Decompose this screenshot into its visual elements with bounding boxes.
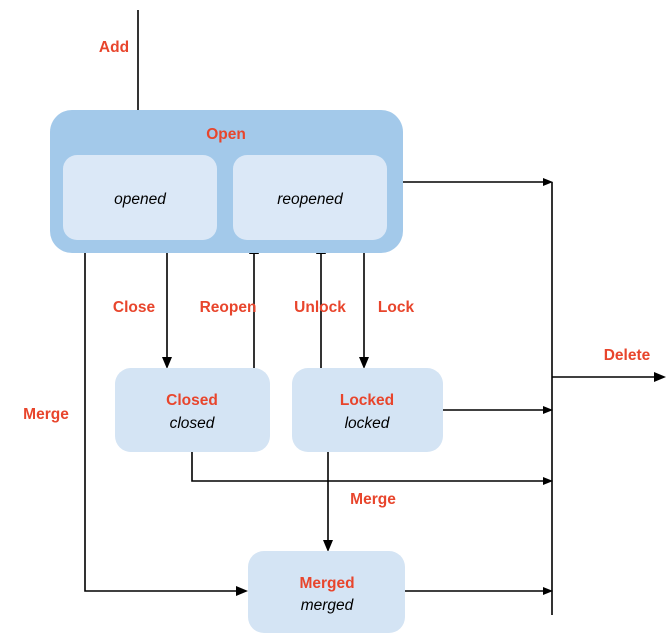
state-locked-value: locked (345, 415, 391, 432)
edge-label-unlock: Unlock (294, 299, 346, 316)
edge-locked-to-delete (443, 406, 553, 414)
edge-merged-to-delete (405, 587, 553, 595)
state-merged-box[interactable] (248, 551, 405, 633)
state-open-group[interactable]: Open opened reopened (50, 110, 403, 253)
arrow-head-delete-exit (654, 372, 666, 382)
edge-label-close: Close (113, 299, 156, 316)
edge-label-add: Add (99, 39, 129, 56)
arrow-head-lock (359, 357, 369, 369)
state-closed[interactable]: Closed closed (115, 368, 270, 452)
state-open-group-title: Open (206, 126, 246, 143)
merge-left-line (84, 253, 242, 592)
edge-lock (359, 253, 369, 369)
arrow-head-close (162, 357, 172, 369)
arrow-head-locked-delete (543, 406, 553, 414)
edge-delete-exit (552, 372, 666, 382)
edge-reopened-to-delete (387, 178, 553, 186)
state-locked-title: Locked (340, 392, 394, 409)
state-closed-box[interactable] (115, 368, 270, 452)
edge-label-lock: Lock (378, 299, 415, 316)
closed-delete-line (191, 452, 548, 482)
state-closed-title: Closed (166, 392, 218, 409)
state-opened-box[interactable] (63, 155, 217, 240)
state-merged-title: Merged (299, 575, 354, 592)
arrow-head-merge-left (236, 586, 248, 596)
edge-label-merge-mid: Merge (350, 491, 396, 508)
edge-label-delete: Delete (604, 347, 651, 364)
state-merged[interactable]: Merged merged (248, 551, 405, 633)
arrow-head-closed-delete (543, 477, 553, 485)
state-reopened-label: reopened (277, 191, 344, 208)
state-closed-value: closed (170, 415, 216, 432)
edge-closed-to-delete (191, 452, 553, 485)
arrow-head-merge-mid (323, 540, 333, 552)
edge-merge-left (84, 253, 248, 596)
edge-close (162, 253, 172, 369)
state-merged-value: merged (301, 597, 355, 614)
arrow-head-merged-delete (543, 587, 553, 595)
arrow-head-reopened-delete (543, 178, 553, 186)
edge-merge-mid (323, 452, 333, 552)
state-opened-label: opened (114, 191, 167, 208)
edge-label-reopen: Reopen (200, 299, 257, 316)
edge-label-merge-left: Merge (23, 406, 69, 423)
state-reopened-box[interactable] (233, 155, 387, 240)
state-locked-box[interactable] (292, 368, 443, 452)
state-locked[interactable]: Locked locked (292, 368, 443, 452)
